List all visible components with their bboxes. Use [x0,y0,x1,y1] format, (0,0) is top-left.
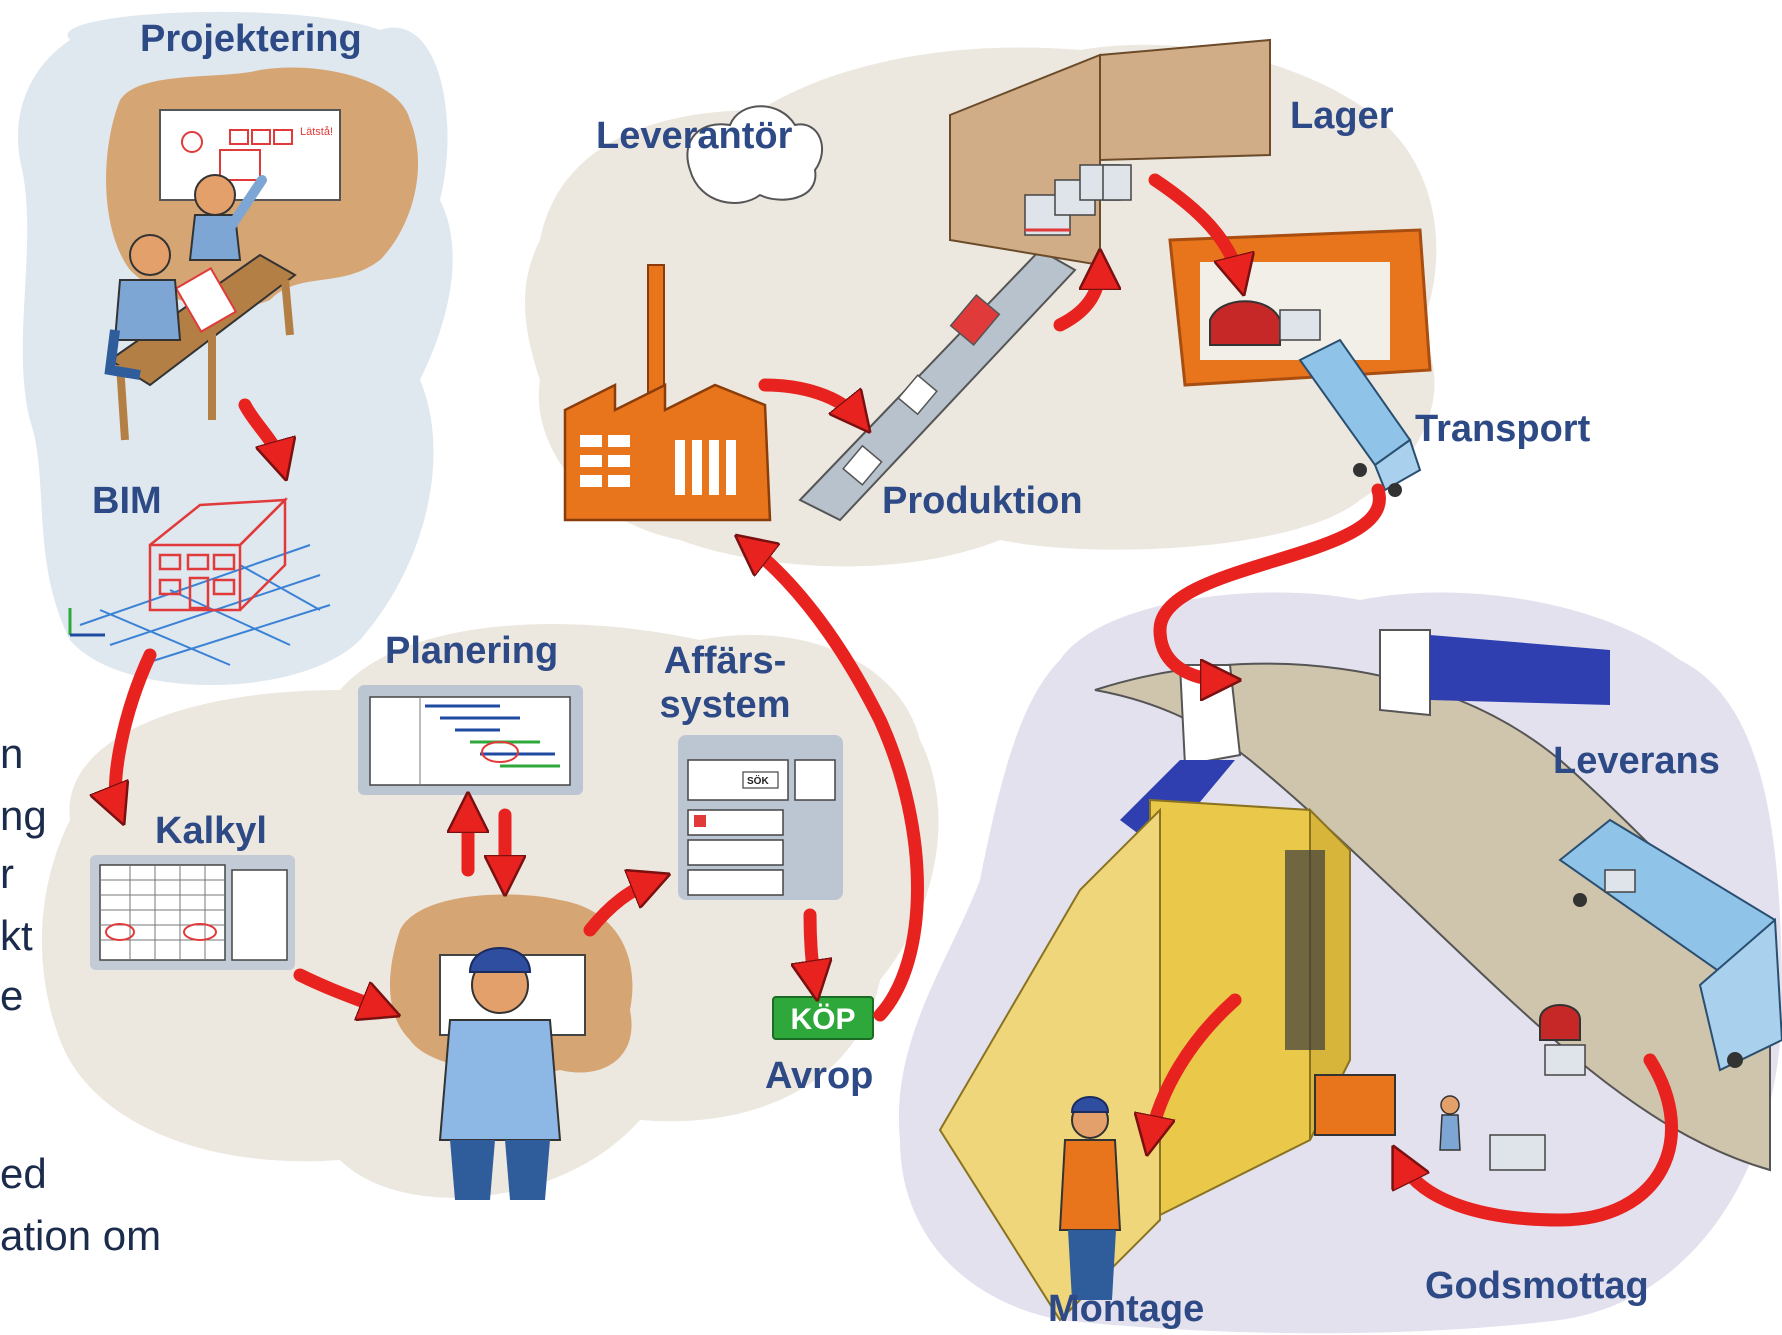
label-lager: Lager [1290,95,1394,137]
sok-button-text: SÖK [747,774,769,787]
label-leverans: Leverans [1553,740,1720,782]
transport-truck [1298,338,1422,497]
affarssystem-panel: SÖK [678,735,843,900]
lager-warehouse [949,38,1271,267]
site-forklift-icon [1539,1004,1581,1041]
arrow-produktion-to-lager [1053,265,1100,332]
side-text-fragment: n [0,730,24,777]
office-worker-scene [390,894,633,1200]
factory [563,105,824,522]
label-transport: Transport [1415,408,1591,450]
construction-site [938,629,1771,1322]
label-leverantor: Leverantör [596,115,793,157]
cart-icon [794,759,836,801]
delivered-pallet [1489,1134,1546,1171]
projektering-scene: Lätstå! [104,67,419,441]
label-projektering: Projektering [140,18,362,60]
crane-load [1314,1074,1396,1136]
arrow-lager-to-dock [1148,173,1240,280]
arrow-kalkyl-to-worker [293,968,385,1010]
hard-hat-icon [468,947,532,973]
crane-mast [1285,850,1325,1050]
label-bim: BIM [92,480,162,522]
arrow-to-montage [1150,993,1242,1140]
conveyor-belt [798,248,1077,522]
side-text-fragment: e [0,972,24,1019]
label-produktion: Produktion [882,480,1083,522]
label-avrop: Avrop [765,1055,874,1097]
arrow-bim-to-kalkyl [115,648,157,810]
arrow-affarssystem-to-kop [810,908,815,985]
label-affarssystem: Affärs- system [655,640,795,727]
side-text-fragment: ed [0,1150,47,1197]
designer-head [129,234,171,276]
construction-worker-helmet-icon [1070,1096,1110,1113]
label-godsmottag: Godsmottag [1425,1265,1649,1307]
kop-button-text: KÖP [790,1003,855,1036]
label-montage: Montage [1048,1288,1205,1330]
side-text-fragment: ation om [0,1212,162,1259]
smoke-cloud [686,105,824,204]
side-text-fragment: r [0,850,14,897]
forklift-icon [1209,300,1281,346]
label-affarssystem-line1: Affärs- [663,640,787,682]
side-text-fragment: kt [0,912,33,959]
planering-gantt-chart [358,685,583,795]
label-affarssystem-line2: system [659,683,791,726]
arrow-avrop-to-leverantor [748,545,924,1022]
loading-dock [1168,228,1432,387]
kop-button: KÖP [772,996,874,1040]
side-text-fragment: ng [0,792,47,839]
bim-model [68,496,331,666]
process-arrows [115,173,1679,1227]
label-planering: Planering [385,630,559,672]
whiteboard [159,109,341,201]
architect-head [194,174,236,216]
kalkyl-spreadsheet [90,855,295,970]
arrow-godsmottag-to-site [1400,1053,1679,1227]
arrow-transport-to-leverans [1153,483,1386,680]
arrow-projektering-to-bim [238,398,282,465]
arrow-worker-to-affarssystem [583,880,655,937]
label-kalkyl: Kalkyl [155,810,267,852]
whiteboard-note: Lätstå! [300,126,333,138]
arrow-leverantor-to-produktion [758,378,860,420]
delivery-truck [1439,818,1782,1171]
